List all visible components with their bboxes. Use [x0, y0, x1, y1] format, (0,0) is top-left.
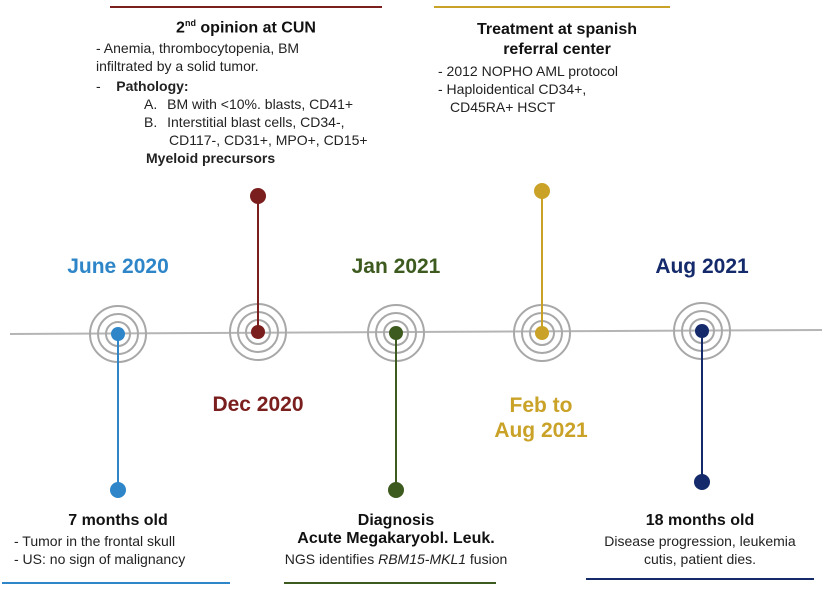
stem-end-dot [388, 482, 404, 498]
node-feb-aug-2021 [513, 183, 571, 362]
title-rest: opinion at CUN [195, 19, 316, 37]
date-dec-2020: Dec 2020 [212, 393, 304, 416]
dec-line-1: - Anemia, thrombocytopenia, BM [96, 40, 300, 57]
aug-bottom-bar [586, 578, 814, 580]
item-b-text-1: Interstitial blast cells, CD34-, [167, 114, 345, 131]
dec-top-bar [110, 6, 382, 8]
stem-end-dot [250, 188, 266, 204]
title-main: 2 [176, 19, 185, 37]
feb-title-2: referral center [503, 41, 611, 58]
jan-text-gene: RBM15-MKL1 [378, 551, 467, 567]
node-june-2020 [89, 305, 147, 498]
jan-title-1: Diagnosis [357, 512, 435, 529]
aug-2021-box: 18 months old Disease progression, leuke… [580, 512, 820, 568]
item-a-marker: A. [144, 96, 158, 113]
june-2020-box: 7 months old - Tumor in the frontal skul… [0, 512, 236, 568]
date-aug-2021: Aug 2021 [655, 255, 749, 278]
jan-bottom-bar [284, 582, 496, 584]
dec-2020-title: 2nd opinion at CUN [96, 18, 396, 37]
aug-line-1: Disease progression, leukemia [604, 533, 796, 549]
date-feb-line-1: Feb to [509, 394, 573, 417]
date-feb-line-2: Aug 2021 [494, 419, 588, 442]
jan-text-prefix: NGS identifies [284, 551, 379, 567]
date-jan-2021: Jan 2021 [351, 255, 441, 278]
item-a-text: BM with <10%. blasts, CD41+ [167, 96, 354, 113]
jan-text-suffix: fusion [466, 551, 508, 567]
jan-2021-box: Diagnosis Acute Megakaryobl. Leuk. NGS i… [262, 512, 530, 568]
june-line-1: - Tumor in the frontal skull [14, 533, 176, 549]
feb-aug-2021-box: Treatment at spanish referral center - 2… [432, 20, 682, 116]
jan-title-2: Acute Megakaryobl. Leuk. [297, 530, 495, 547]
node-aug-2021 [673, 302, 731, 490]
feb-line-2: - Haploidentical CD34+, [438, 81, 587, 97]
myeloid-precursors: Myeloid precursors [146, 150, 276, 167]
feb-top-bar [434, 6, 670, 8]
june-line-2: - US: no sign of malignancy [14, 551, 186, 567]
stem-end-dot [534, 183, 550, 199]
item-b-text-2: CD117-, CD31+, MPO+, CD15+ [169, 132, 368, 149]
item-b-marker: B. [144, 114, 158, 131]
june-title: 7 months old [68, 512, 168, 529]
title-superscript: nd [184, 18, 196, 28]
aug-title: 18 months old [645, 512, 755, 529]
pathology-label: Pathology: [116, 78, 189, 95]
june-bottom-bar [2, 582, 230, 584]
date-june-2020: June 2020 [67, 255, 169, 278]
dec-2020-box: 2nd opinion at CUN - Anemia, thrombocyto… [96, 18, 396, 167]
node-jan-2021 [367, 304, 425, 498]
dec-line-2: infiltrated by a solid tumor. [96, 58, 259, 75]
stem-end-dot [110, 482, 126, 498]
feb-line-3: CD45RA+ HSCT [450, 99, 556, 115]
date-feb-aug-2021: Feb to Aug 2021 [466, 393, 616, 443]
feb-line-1: - 2012 NOPHO AML protocol [438, 63, 619, 79]
jan-text: NGS identifies RBM15-MKL1 fusion [262, 550, 530, 568]
aug-line-2: cutis, patient dies. [643, 551, 757, 567]
node-dec-2020 [229, 188, 287, 361]
feb-title-1: Treatment at spanish [476, 21, 638, 38]
stem-end-dot [694, 474, 710, 490]
